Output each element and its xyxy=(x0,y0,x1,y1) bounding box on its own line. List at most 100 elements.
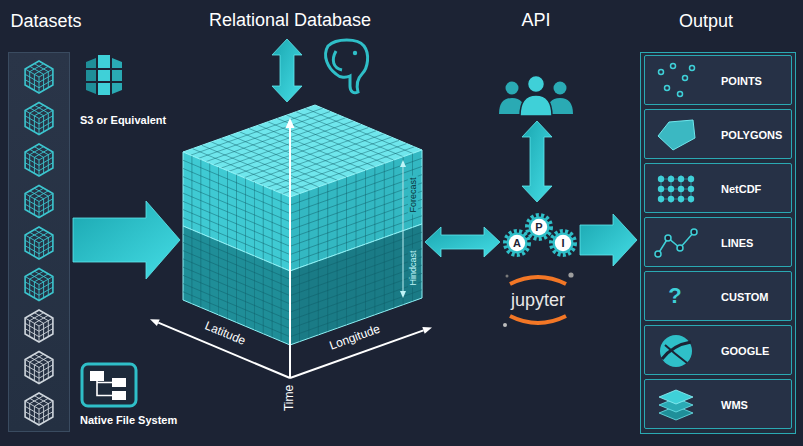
grid-icon xyxy=(668,196,674,202)
dataset-cube xyxy=(25,61,53,93)
api-gears xyxy=(551,231,575,255)
output-row: POINTS xyxy=(644,55,792,105)
dataset-stack xyxy=(39,285,40,301)
dataset-stack xyxy=(48,362,49,378)
grid-line xyxy=(281,193,282,267)
dataset-stack xyxy=(48,155,49,171)
users-icon xyxy=(506,82,519,95)
points-icon xyxy=(653,58,699,104)
grid-line xyxy=(263,186,264,260)
grid-line xyxy=(290,282,422,329)
grid-line xyxy=(183,185,290,230)
dataset-stack xyxy=(25,204,39,212)
grid-line xyxy=(183,234,290,279)
dataset-stack xyxy=(29,279,30,295)
dataset-stack xyxy=(25,412,39,420)
dataset-cube xyxy=(25,393,53,425)
file-system-icon xyxy=(112,378,126,387)
s3-icon xyxy=(84,81,124,83)
dataset-stack xyxy=(48,238,49,254)
dataset-stack xyxy=(34,232,48,240)
dataset-stack xyxy=(48,321,49,337)
dataset-stack xyxy=(34,108,48,116)
dataset-stack xyxy=(34,357,48,365)
node-text: Native File System xyxy=(80,414,177,427)
api-gears xyxy=(529,217,550,238)
users-icon xyxy=(554,82,567,95)
grid-line xyxy=(327,184,328,258)
dataset-stack xyxy=(34,365,35,381)
api-gears-block: API xyxy=(503,205,577,267)
jupyter-block: jupyter xyxy=(496,270,580,330)
grid-icon xyxy=(678,186,684,192)
dataset-stack xyxy=(39,119,40,135)
dataset-stack xyxy=(29,404,30,420)
node-text: CUSTOM xyxy=(721,291,768,304)
grid-icon xyxy=(688,176,694,182)
dataset-stack xyxy=(34,406,35,422)
dataset-stack xyxy=(48,196,49,212)
grid-icon xyxy=(668,176,674,182)
axis-arrowhead xyxy=(150,319,160,326)
grid-line xyxy=(237,128,369,175)
lines-icon xyxy=(677,245,683,251)
dataset-stack xyxy=(25,121,39,129)
dataset-cube xyxy=(25,103,53,135)
node-text: I xyxy=(561,237,564,250)
layers-icon xyxy=(653,382,699,428)
grid-line xyxy=(263,260,264,334)
grid-line xyxy=(206,115,338,162)
api-gears xyxy=(503,205,577,267)
grid-line xyxy=(183,177,290,222)
node-text: POLYGONS xyxy=(721,129,782,142)
postgres-icon xyxy=(333,51,342,70)
jupyter-logo xyxy=(510,277,566,284)
node-text: Datasets xyxy=(10,11,81,32)
dataset-stack xyxy=(39,368,40,384)
grid-line xyxy=(183,259,290,304)
grid-line xyxy=(200,160,201,234)
cube-face xyxy=(183,226,290,345)
grid-line xyxy=(374,241,375,315)
grid-icon xyxy=(658,196,664,202)
api-gears xyxy=(553,233,574,254)
range-arrowhead xyxy=(400,160,406,167)
dataset-stack xyxy=(25,246,39,254)
axis-arrowhead xyxy=(422,327,432,334)
dataset-stack xyxy=(43,199,44,215)
grid-line xyxy=(200,234,201,308)
database-block: Relational Database xyxy=(200,6,380,36)
grid-line xyxy=(384,237,385,311)
dataset-stack xyxy=(39,412,53,420)
dataset-stack xyxy=(34,191,48,199)
dataset-stack xyxy=(25,287,39,295)
grid-line xyxy=(183,275,290,320)
node-text: jupyter xyxy=(511,290,565,311)
grid-line xyxy=(191,108,323,155)
output-row: WMS xyxy=(644,379,792,429)
points-icon xyxy=(665,86,670,91)
grid-line xyxy=(218,241,219,315)
postgres-icon xyxy=(318,38,372,96)
grid-icon xyxy=(658,186,664,192)
jupyter-logo xyxy=(510,316,566,323)
file-system-icon xyxy=(112,391,126,400)
node-text: S3 or Equivalent xyxy=(80,114,166,127)
grid-line xyxy=(198,111,330,158)
flow-arrow xyxy=(580,214,637,266)
grid-icon xyxy=(678,176,684,182)
users-icon xyxy=(496,74,576,118)
points-icon xyxy=(683,76,688,81)
lines-icon xyxy=(653,220,699,266)
grid-line xyxy=(318,187,319,261)
dataset-stack xyxy=(29,155,30,171)
node-text: NetCDF xyxy=(721,183,761,196)
grid-line xyxy=(218,167,219,241)
output-row: POLYGONS xyxy=(644,109,792,159)
flow-arrow xyxy=(272,39,302,102)
output-row: NetCDF xyxy=(644,163,792,213)
dataset-stack xyxy=(39,80,53,88)
file-system-icon xyxy=(97,381,112,396)
node-text: LINES xyxy=(721,237,753,250)
grid-line xyxy=(183,292,290,337)
